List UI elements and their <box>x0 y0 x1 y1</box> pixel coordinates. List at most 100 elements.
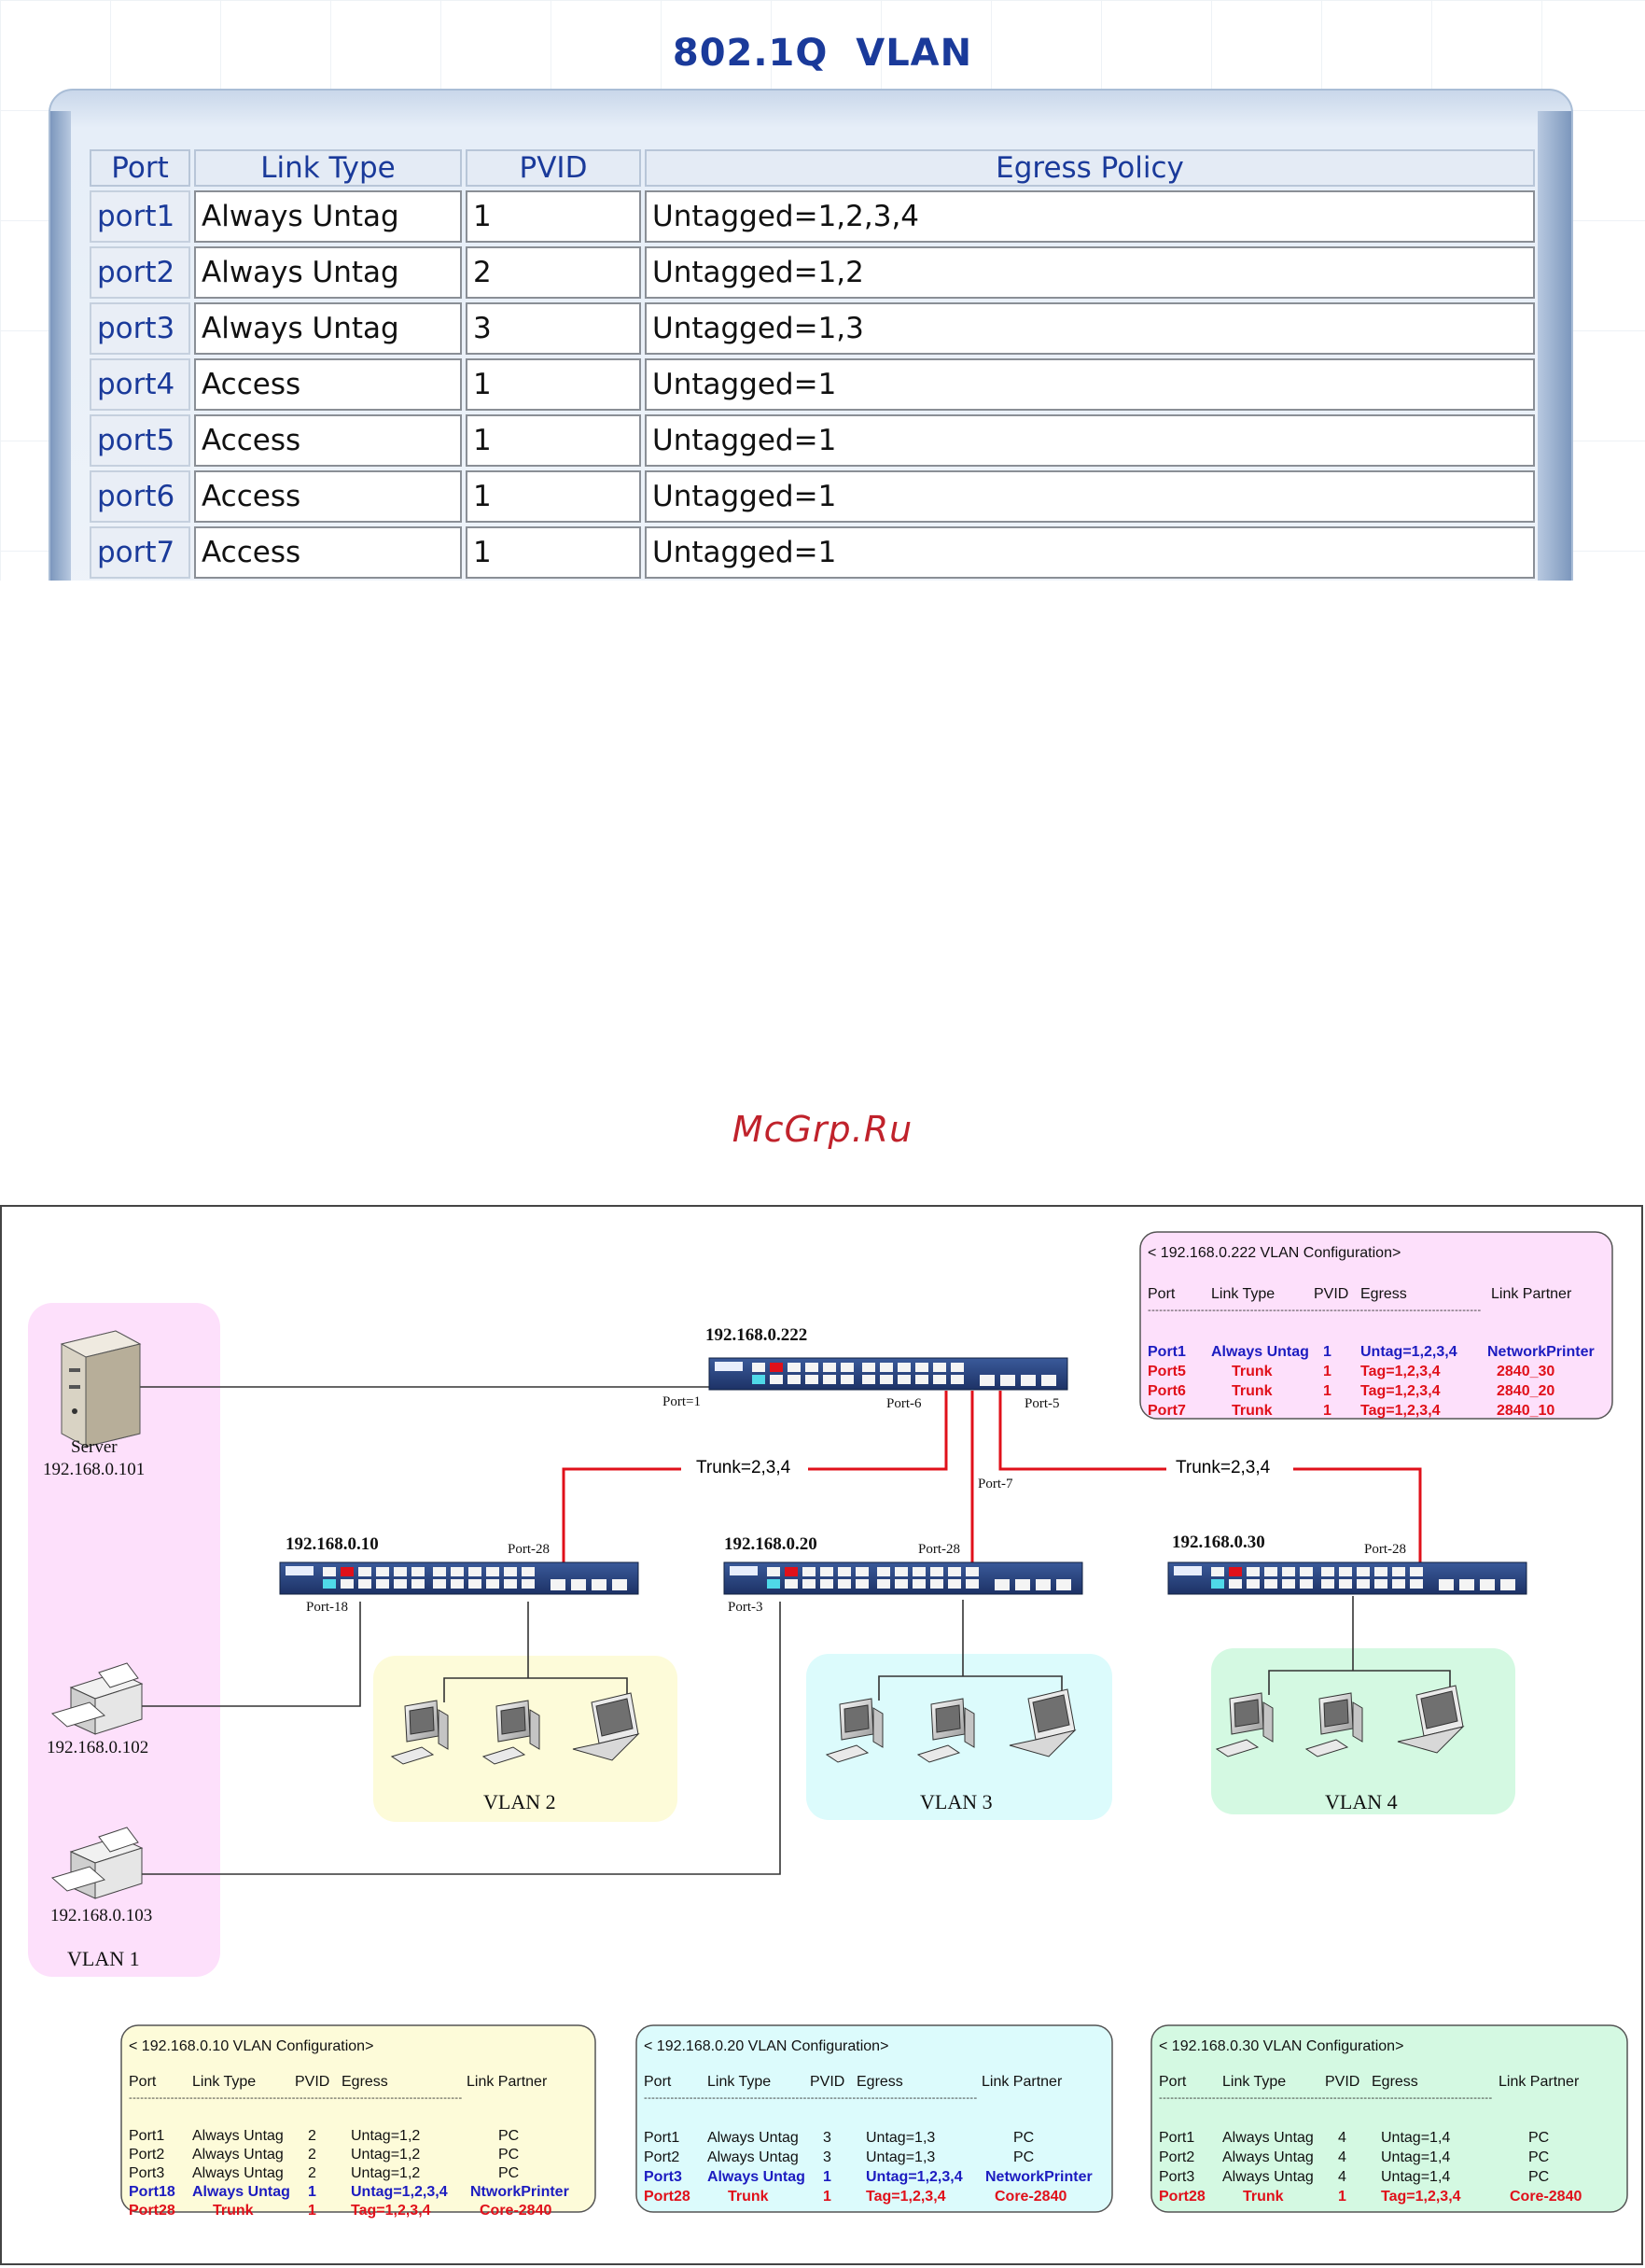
workstations <box>390 1685 1465 1765</box>
cable-vlan2-bus <box>443 1677 628 1702</box>
page-title: 802.1Q VLAN <box>672 32 973 75</box>
laptop-icon <box>1397 1685 1465 1754</box>
diagram-border <box>0 1205 1643 2265</box>
config-cell-egress: Tag=1,2,3,4 <box>1360 1403 1441 1419</box>
config-cell-link-type: Trunk <box>1243 2189 1284 2205</box>
switch-port <box>1374 1579 1387 1589</box>
vlan2-label: VLAN 2 <box>483 1790 556 1813</box>
config-header-pvid: PVID <box>295 2074 330 2090</box>
switch-port <box>522 1579 535 1589</box>
switch-port <box>1300 1579 1313 1589</box>
table-header-row: Port Link Type PVID Egress Policy <box>90 149 1535 187</box>
config-title: < 192.168.0.10 VLAN Configuration> <box>129 2038 374 2054</box>
config-cell-link-partner: NetworkPrinter <box>1487 1344 1595 1360</box>
switch-port <box>323 1567 336 1576</box>
config-header-port: Port <box>1159 2074 1187 2090</box>
core-port-6: Port-6 <box>886 1396 922 1411</box>
switch-port <box>862 1363 875 1372</box>
switch-port <box>1282 1567 1295 1576</box>
cell-egress-policy: Untagged=1 <box>645 414 1535 467</box>
laptop-icon <box>1009 1688 1077 1757</box>
config-cell-pvid: 1 <box>1323 1403 1331 1419</box>
switch-port <box>820 1579 833 1589</box>
switch-port <box>1321 1567 1334 1576</box>
desktop-pc-icon <box>1304 1692 1363 1757</box>
uplink-port <box>1041 1375 1056 1386</box>
vlan3-label: VLAN 3 <box>920 1790 993 1813</box>
config-cell-port: Port18 <box>129 2184 175 2200</box>
config-cell-egress: Tag=1,2,3,4 <box>1381 2189 1461 2205</box>
config-cell-egress: Untag=1,3 <box>866 2149 936 2165</box>
s10-switch-ip: 192.168.0.10 <box>286 1534 379 1554</box>
switch-port <box>1410 1567 1423 1576</box>
config-cell-port: Port28 <box>644 2189 690 2205</box>
config-cell-egress: Untag=1,2,3,4 <box>351 2184 448 2200</box>
config-cell-port: Port7 <box>1148 1403 1186 1419</box>
switch-port <box>966 1567 979 1576</box>
config-cell-pvid: 1 <box>823 2189 831 2205</box>
switch-port <box>770 1363 783 1372</box>
cable-vlan4-bus <box>1268 1670 1451 1695</box>
uplink-port <box>980 1375 995 1386</box>
cell-port: port7 <box>90 526 190 579</box>
switch-port <box>915 1363 928 1372</box>
config-cell-pvid: 2 <box>308 2147 316 2163</box>
switch-port <box>820 1567 833 1576</box>
switch-port <box>486 1579 499 1589</box>
switch-port <box>948 1579 961 1589</box>
config-cell-link-type: Always Untag <box>192 2165 284 2181</box>
config-cell-pvid: 3 <box>823 2149 831 2165</box>
s10-port-18: Port-18 <box>306 1600 348 1615</box>
config-cell-pvid: 1 <box>308 2203 316 2219</box>
config-cell-link-partner: PC <box>1528 2130 1550 2146</box>
switch-port <box>1229 1567 1242 1576</box>
config-cell-port: Port2 <box>1159 2149 1195 2165</box>
config-cell-egress: Untag=1,2 <box>351 2128 421 2144</box>
cell-link-type: Access <box>194 414 462 467</box>
switch-port <box>785 1579 798 1589</box>
switch-s30-ports <box>1174 1566 1515 1590</box>
switch-port <box>767 1567 780 1576</box>
switch-s10 <box>279 1561 639 1595</box>
uplink-port <box>612 1579 627 1590</box>
cell-link-type: Always Untag <box>194 190 462 243</box>
switch-port <box>898 1375 911 1384</box>
config-header-link-type: Link Type <box>1222 2074 1287 2090</box>
switch-port <box>1357 1567 1370 1576</box>
config-cell-link-type: Always Untag <box>1222 2169 1314 2185</box>
switch-port <box>451 1579 464 1589</box>
switch-led <box>767 1579 780 1589</box>
switch-port <box>504 1579 517 1589</box>
s20-port-28: Port-28 <box>918 1542 960 1557</box>
switch-port <box>1282 1579 1295 1589</box>
config-cell-link-partner: 2840_20 <box>1497 1383 1555 1399</box>
switch-port <box>376 1567 389 1576</box>
switch-port <box>376 1579 389 1589</box>
config-cell-port: Port1 <box>1148 1344 1186 1360</box>
switch-port <box>1392 1567 1405 1576</box>
cell-pvid: 2 <box>466 246 641 299</box>
switch-s20 <box>723 1561 1083 1595</box>
config-cell-link-type: Always Untag <box>1222 2130 1314 2146</box>
config-cell-link-partner: NetworkPrinter <box>985 2169 1093 2185</box>
column-header-pvid: PVID <box>466 149 641 187</box>
vlan-table-panel: 802.1Q VLAN Port Link Type PVID Egress P… <box>0 0 1645 581</box>
config-cell-port: Port3 <box>644 2169 682 2185</box>
config-divider: ----------------------------------------… <box>129 2093 463 2104</box>
cell-pvid: 1 <box>466 470 641 523</box>
config-title: < 192.168.0.222 VLAN Configuration> <box>1148 1245 1401 1261</box>
printer-icon <box>50 1827 144 1899</box>
config-cell-link-type: Always Untag <box>1211 1344 1309 1360</box>
switch-port <box>341 1567 354 1576</box>
switch-port <box>930 1567 943 1576</box>
config-cell-link-partner: PC <box>498 2147 520 2163</box>
uplink-port <box>1439 1579 1454 1590</box>
config-cell-pvid: 4 <box>1338 2149 1346 2165</box>
switch-port <box>788 1363 801 1372</box>
config-cell-port: Port2 <box>129 2147 165 2163</box>
